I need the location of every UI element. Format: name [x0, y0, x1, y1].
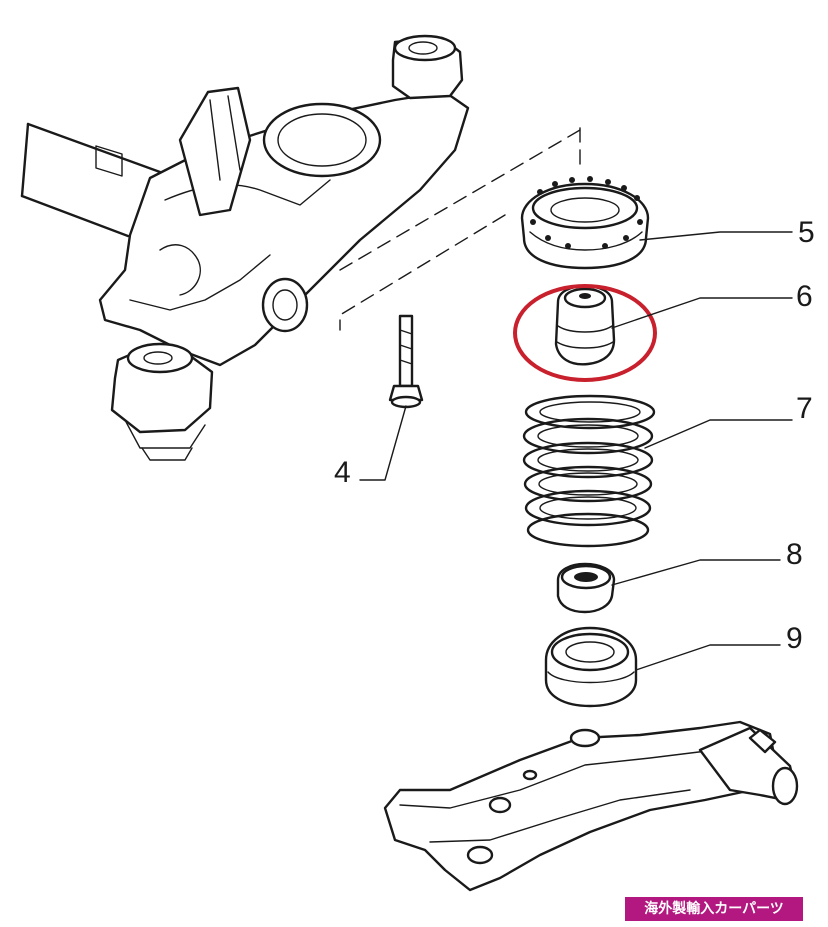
- callout-7: 7: [796, 392, 813, 425]
- part-7-coil-spring: [522, 394, 656, 548]
- callout-5: 5: [798, 216, 815, 249]
- part-9-spring-seat: [544, 626, 638, 708]
- callout-6: 6: [796, 280, 813, 313]
- lower-control-arm: [383, 720, 799, 892]
- rear-axle-arm: [20, 34, 470, 461]
- callout-leaders: [359, 231, 793, 671]
- callout-9: 9: [786, 622, 803, 655]
- callout-labels: 4 5 6 7 8 9: [334, 216, 815, 655]
- highlight-circle: [513, 284, 657, 382]
- part-5-ribs: [530, 176, 643, 249]
- part-5-spring-mount: [520, 176, 650, 270]
- watermark-badge: 海外製輸入カーパーツ: [625, 897, 803, 921]
- callout-8: 8: [786, 538, 803, 571]
- part-8-bushing: [556, 562, 616, 614]
- part-6-bump-stop: [554, 284, 616, 366]
- assembly-guide-lines: [339, 127, 581, 331]
- part-4-bolt: [388, 314, 424, 409]
- callout-4: 4: [334, 456, 351, 489]
